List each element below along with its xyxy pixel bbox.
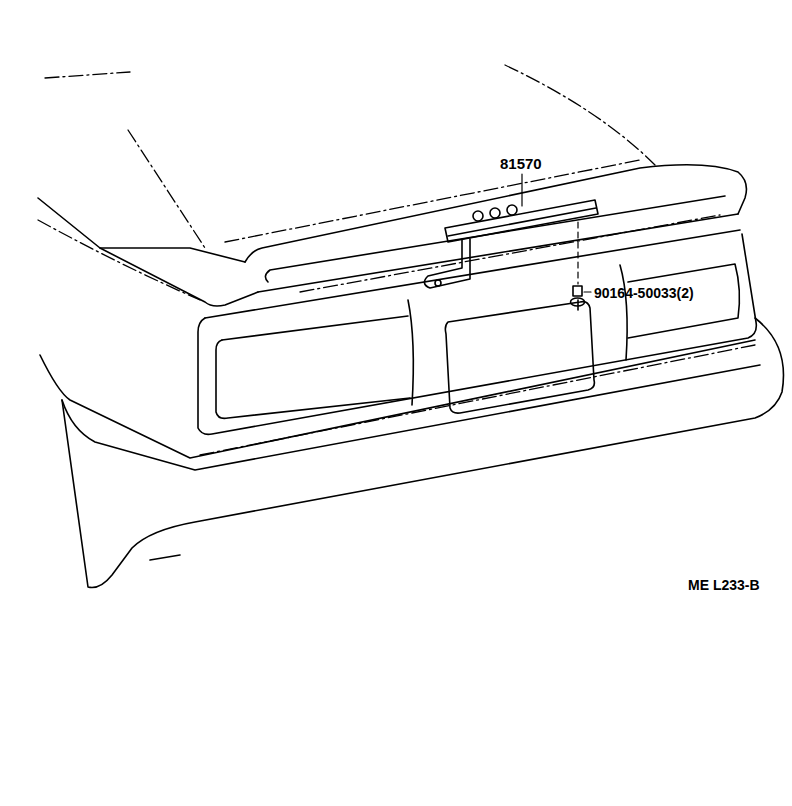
drawing-code: ME L233-B (688, 578, 760, 592)
part-number: 81570 (500, 156, 542, 171)
part-number: 90164-50033(2) (594, 286, 694, 300)
